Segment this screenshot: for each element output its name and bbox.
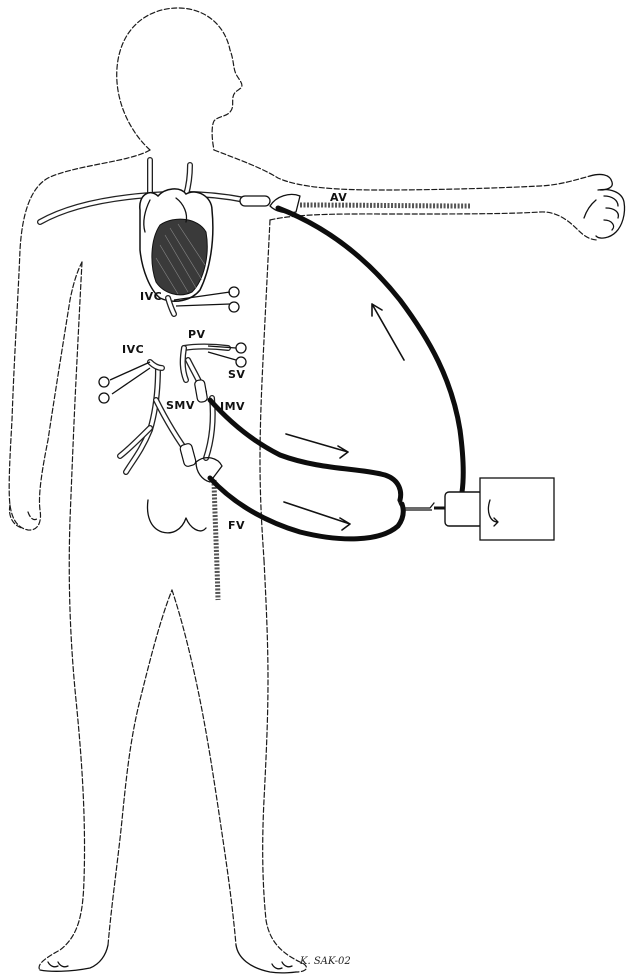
shoulder-right-outline	[214, 150, 590, 190]
left-hand-outline	[10, 505, 39, 528]
portal-system	[120, 347, 228, 601]
femoral-vein	[214, 480, 218, 600]
right-leg-outer-outline	[263, 560, 307, 972]
bypass-tubing	[210, 208, 463, 539]
right-leg-inner-outline	[172, 590, 236, 945]
torso-right-outline	[260, 220, 270, 560]
label-sv: SV	[228, 368, 245, 381]
femoral-arrow	[284, 502, 350, 530]
right-hand-outline	[584, 174, 625, 238]
axillary-vein	[300, 205, 470, 206]
label-ivc-lower: IVC	[122, 343, 144, 356]
head-outline	[117, 8, 242, 150]
label-ivc-upper: IVC	[140, 290, 162, 303]
label-imv: IMV	[220, 400, 245, 413]
label-av: AV	[330, 191, 347, 204]
flow-arrows	[284, 304, 404, 530]
left-leg-outer-outline	[39, 262, 84, 970]
artist-signature: K. SAK-02	[299, 956, 351, 967]
portal-arrow	[286, 434, 348, 458]
return-arrow	[372, 304, 404, 360]
return-tube	[278, 208, 463, 492]
portal-tube	[210, 400, 401, 500]
ivc-lower-clamp	[99, 362, 150, 403]
left-foot-outline	[40, 945, 108, 971]
label-smv: SMV	[166, 399, 195, 412]
groin-outline	[148, 500, 206, 533]
left-leg-inner-outline	[108, 590, 172, 945]
label-fv: FV	[228, 519, 245, 532]
label-pv: PV	[188, 328, 206, 341]
upper-veins	[40, 160, 470, 222]
right-foot-outline	[236, 945, 296, 973]
axillary-cannula	[240, 196, 270, 206]
heart-ventricle	[152, 219, 207, 295]
pump-console	[480, 478, 554, 540]
pump-motor	[445, 492, 483, 526]
pump	[434, 478, 554, 540]
